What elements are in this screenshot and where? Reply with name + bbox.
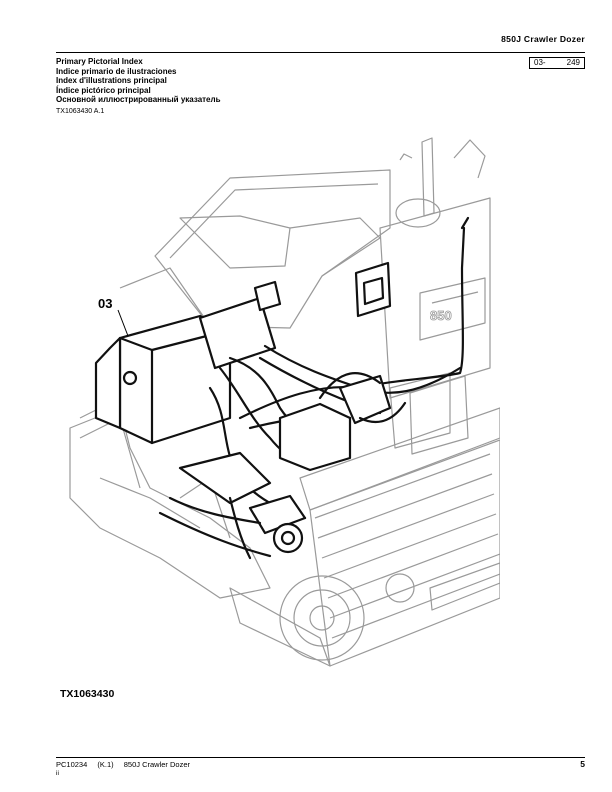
index-title-ru: Основной иллюстрированный указатель bbox=[56, 95, 221, 105]
crawler-dozer-illustration: 850 bbox=[69, 137, 500, 667]
page-number: 5 bbox=[580, 759, 585, 769]
section-page-number: 249 bbox=[566, 58, 580, 67]
footer-model: 850J Crawler Dozer bbox=[123, 760, 191, 769]
footer-rule bbox=[56, 757, 585, 758]
figure-id-label: TX1063430 A.1 bbox=[56, 108, 105, 115]
index-title-en: Primary Pictorial Index bbox=[56, 57, 143, 66]
index-title-es: Indice primario de ilustraciones bbox=[56, 66, 177, 76]
section-number: 03- bbox=[534, 58, 546, 67]
model-title: 850J Crawler Dozer bbox=[501, 34, 585, 44]
footer-doc-number: PC10234 bbox=[56, 760, 88, 769]
footer-doc-info: PC10234 (K.1) 850J Crawler Dozer bbox=[56, 760, 198, 769]
model-badge: 850 bbox=[430, 308, 452, 323]
figure-caption: TX1063430 bbox=[60, 688, 115, 700]
index-titles: Primary Pictorial Index Indice primario … bbox=[56, 57, 221, 105]
index-title-fr: Index d'illustrations principal bbox=[56, 76, 167, 86]
footer-revision: (K.1) bbox=[97, 760, 114, 769]
footer-sub-page: ii bbox=[56, 770, 59, 777]
header-rule bbox=[56, 52, 585, 53]
index-title-pt: Índice pictórico principal bbox=[56, 85, 151, 95]
callout-label: 03 bbox=[98, 296, 113, 311]
page-reference-box: 03- 249 bbox=[529, 57, 585, 69]
